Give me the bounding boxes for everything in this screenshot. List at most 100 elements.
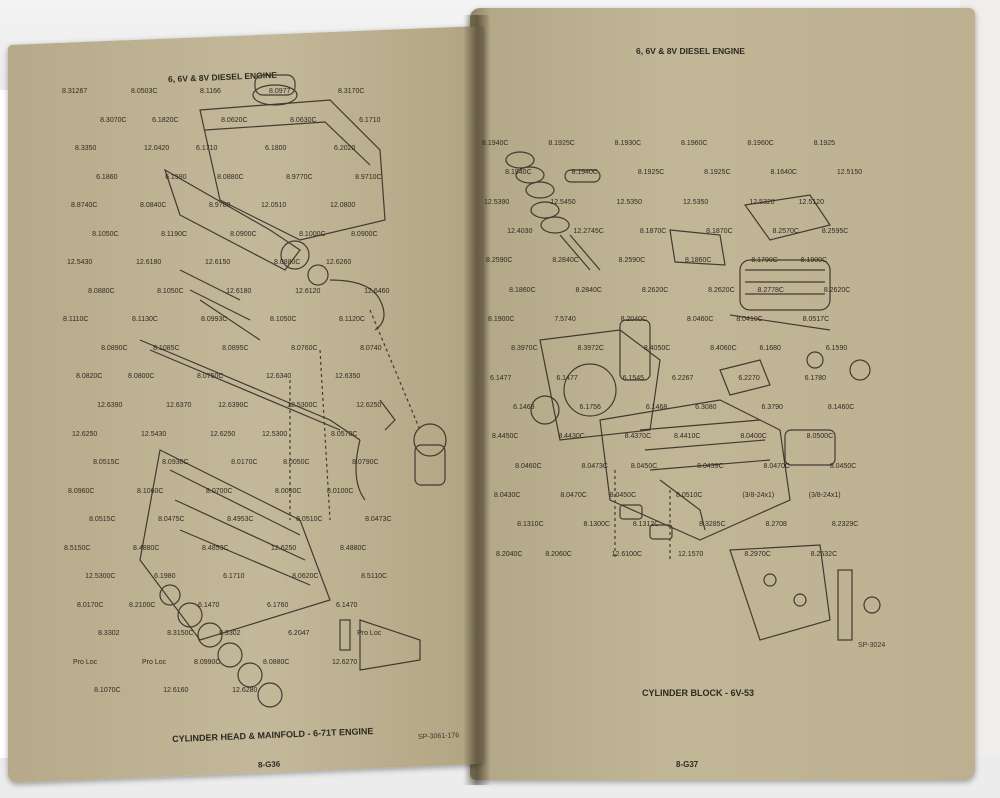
left-part-label: 6.1580	[165, 173, 187, 181]
right-part-label: 8.0510C	[676, 492, 703, 499]
filter-housing-shape	[413, 423, 447, 457]
left-part-label: 8.3302	[98, 630, 120, 638]
right-part-label: 12.5450	[550, 198, 576, 206]
left-part-label: 6.2047	[288, 630, 310, 638]
right-part-label: 8.0470C	[763, 462, 790, 470]
valve-cover-shape	[199, 99, 386, 241]
left-part-label: 8.0840C	[140, 202, 167, 210]
left-part-label: 6.1820C	[152, 116, 179, 124]
left-part-label: 12.6390C	[218, 402, 249, 409]
left-part-label: 8.0820C	[76, 373, 103, 381]
left-part-label: 8.4953C	[227, 516, 254, 524]
left-part-label: 8.1110C	[63, 316, 89, 324]
right-part-label: 8.2060C	[545, 550, 572, 558]
left-part-label: 8.0515C	[93, 459, 120, 467]
right-part-label: 8.2970C	[744, 550, 771, 558]
right-part-label: 8.1300C	[583, 521, 610, 529]
right-part-label: 12.1570	[678, 550, 704, 558]
right-part-label: (3/8-24x1)	[742, 492, 775, 499]
right-part-label: 8.0410C	[736, 316, 763, 323]
left-part-label: 8.0620C	[292, 573, 319, 581]
right-page-caption: CYLINDER BLOCK - 6V-53	[642, 688, 755, 698]
right-part-label: 12.2745C	[573, 228, 604, 235]
right-part-label: 8.1900C	[800, 257, 828, 265]
right-part-label: 8.0517C	[802, 316, 830, 323]
left-part-label: 8.3302	[219, 630, 241, 638]
right-part-label: 7.5740	[554, 316, 576, 323]
right-part-label: 8.2708	[765, 521, 787, 529]
right-part-label: 8.2532C	[810, 550, 838, 558]
right-part-label: 8.0460C	[687, 316, 714, 323]
left-part-label: 8.0170C	[77, 601, 104, 609]
right-part-label: 8.1860C	[685, 257, 712, 265]
left-part-label: 6.1710	[359, 116, 381, 124]
left-part-label: 8.1000C	[299, 230, 326, 238]
left-part-label: 8.0515C	[89, 516, 116, 524]
right-part-label: 8.1870C	[706, 228, 733, 235]
right-part-label: 8.2620C	[708, 286, 735, 294]
left-part-label: 12.6460	[364, 287, 390, 295]
right-part-label: 6.2270	[738, 374, 760, 382]
left-part-label: 8.1050C	[270, 316, 297, 324]
left-part-label: 8.9770C	[286, 173, 313, 181]
left-part-label: 12.0510	[261, 202, 287, 210]
right-part-label: 8.0460C	[515, 462, 542, 470]
left-part-label: 8.1190C	[161, 230, 188, 238]
right-part-label: 8.2329C	[831, 521, 859, 529]
right-part-label: 8.2840C	[552, 257, 579, 265]
left-part-label: 8.3350	[75, 145, 97, 153]
left-part-label: 12.6340	[266, 373, 292, 381]
flywheel-housing-shape	[539, 329, 661, 441]
left-part-label: 12.6120	[295, 287, 321, 295]
left-part-label: 8.1060C	[137, 487, 164, 495]
right-part-label: 6.1468	[645, 404, 668, 411]
right-part-label: 8.0500C	[806, 433, 834, 441]
left-part-label: 6.1760	[267, 601, 289, 609]
left-part-label: 12.6370	[166, 402, 192, 409]
right-part-label: 8.1312C	[632, 521, 660, 529]
left-part-label: 6.1860	[96, 173, 118, 181]
left-part-label: 8.1070C	[94, 687, 121, 695]
right-part-label: 8.2620C	[641, 286, 669, 294]
governor-housing-shape	[669, 229, 726, 266]
right-part-label: 8.4450C	[492, 433, 519, 441]
left-part-label: 8.3070C	[100, 116, 127, 124]
left-part-label: 8.0990C	[194, 658, 221, 666]
left-part-label: 12.6250	[271, 544, 297, 552]
left-part-label: Pro Loc	[142, 658, 167, 666]
right-part-label: 6.1680	[759, 345, 781, 353]
left-part-label: 8.0790C	[352, 459, 379, 467]
right-part-label: 8.2590C	[618, 257, 646, 265]
left-part-label: 8.0880C	[88, 287, 115, 295]
cylinder-head-shape	[139, 449, 331, 641]
right-part-label: 12.5350	[616, 198, 642, 206]
right-part-label: 8.0470C	[560, 492, 587, 499]
left-part-label: 8.1166	[200, 88, 221, 95]
left-part-label: 8.0510C	[296, 516, 323, 524]
right-part-label: 8.0430C	[494, 492, 521, 499]
right-part-label: 8.4370C	[624, 433, 652, 441]
left-part-label: 8.0620C	[221, 116, 248, 124]
end-plate-shape	[729, 544, 831, 641]
right-part-label: 8.2040C	[620, 316, 648, 323]
right-part-label: 8.1870C	[639, 228, 667, 235]
right-part-label: 8.1790C	[751, 257, 778, 265]
left-part-label: 12.0800	[330, 202, 356, 210]
left-part-label: 8.1050C	[157, 287, 184, 295]
left-part-label: 8.0880C	[274, 259, 301, 267]
left-part-label: 8.0895C	[222, 344, 249, 352]
right-part-label: 8.1310C	[517, 521, 544, 529]
right-part-label: 8.1460C	[827, 404, 855, 411]
right-page-ref-code: SP-3024	[858, 642, 886, 649]
right-part-label: 6.2267	[672, 374, 694, 382]
left-part-label: 8.0170C	[231, 459, 258, 467]
book-spine-gutter	[463, 15, 491, 785]
left-part-label: 8.31267	[62, 88, 88, 95]
left-part-label: 8.1050C	[92, 230, 119, 238]
right-part-label: 12.6100C	[611, 550, 643, 558]
right-part-label: 8.1925	[813, 140, 836, 147]
right-page-number: 8-G37	[676, 760, 699, 769]
right-part-label: 8.2590C	[486, 257, 513, 265]
left-part-label: 8.0050C	[275, 487, 302, 495]
